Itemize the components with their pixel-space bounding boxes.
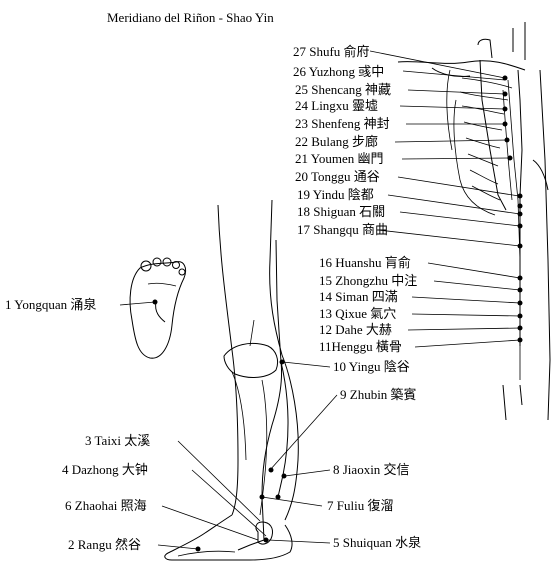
point-label-8: 8 Jiaoxin 交信 bbox=[333, 462, 410, 477]
leg-outline bbox=[164, 199, 299, 561]
point-label-24: 24 Lingxu 靈墟 bbox=[295, 98, 378, 113]
point-label-9: 9 Zhubin 築賓 bbox=[340, 387, 417, 402]
point-label-23: 23 Shenfeng 神封 bbox=[295, 116, 390, 131]
point-label-10: 10 Yingu 陰谷 bbox=[333, 359, 410, 374]
point-label-6: 6 Zhaohai 照海 bbox=[65, 498, 147, 513]
point-label-18: 18 Shiguan 石關 bbox=[297, 204, 385, 219]
sole-outline bbox=[129, 257, 187, 359]
point-label-3: 3 Taixi 太溪 bbox=[85, 433, 150, 448]
point-label-25: 25 Shencang 神藏 bbox=[295, 82, 391, 97]
torso-outline bbox=[397, 22, 551, 421]
point-label-5: 5 Shuiquan 水泉 bbox=[333, 535, 421, 550]
point-label-4: 4 Dazhong 大钟 bbox=[62, 462, 148, 477]
point-label-7: 7 Fuliu 復溜 bbox=[327, 498, 393, 513]
point-label-12: 12 Dahe 大赫 bbox=[319, 322, 392, 337]
point-label-16: 16 Huanshu 肓俞 bbox=[319, 255, 411, 270]
point-label-26: 26 Yuzhong 彧中 bbox=[293, 64, 384, 79]
point-label-22: 22 Bulang 步廊 bbox=[295, 134, 378, 149]
acupoint-markers bbox=[152, 75, 523, 552]
point-label-13: 13 Qixue 氣穴 bbox=[319, 306, 396, 321]
point-label-20: 20 Tonggu 通谷 bbox=[295, 169, 380, 184]
point-label-17: 17 Shangqu 商曲 bbox=[297, 222, 388, 237]
point-label-21: 21 Youmen 幽門 bbox=[295, 151, 384, 166]
point-label-27: 27 Shufu 俞府 bbox=[293, 44, 370, 59]
point-label-19: 19 Yindu 陰都 bbox=[297, 187, 374, 202]
point-label-2: 2 Rangu 然谷 bbox=[68, 537, 141, 552]
point-label-11: 11Henggu 橫骨 bbox=[319, 339, 402, 354]
diagram-title: Meridiano del Riñon - Shao Yin bbox=[107, 10, 274, 25]
point-label-1: 1 Yongquan 涌泉 bbox=[5, 297, 96, 312]
point-label-14: 14 Siman 四滿 bbox=[319, 289, 398, 304]
point-label-15: 15 Zhongzhu 中注 bbox=[319, 273, 417, 288]
leader-lines bbox=[119, 50, 521, 550]
point-labels: 27 Shufu 俞府 26 Yuzhong 彧中 25 Shencang 神藏… bbox=[5, 44, 421, 552]
